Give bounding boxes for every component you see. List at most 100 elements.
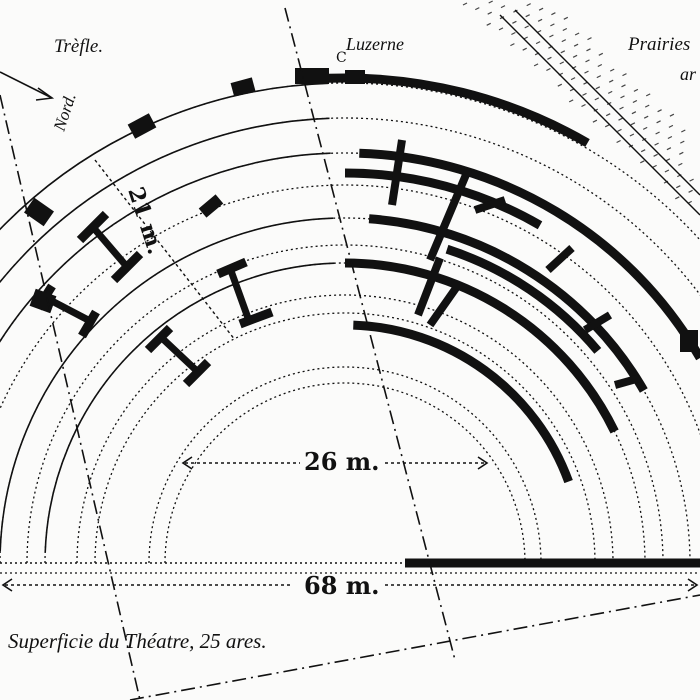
hatch-mark bbox=[568, 99, 574, 103]
hatch-mark bbox=[619, 106, 624, 110]
dimension-arrowheads bbox=[1, 456, 699, 592]
hatch-mark bbox=[561, 39, 567, 43]
hatch-mark bbox=[500, 5, 506, 9]
hatch-mark bbox=[688, 189, 693, 193]
hatch-mark bbox=[597, 63, 603, 68]
hatch-mark bbox=[675, 196, 680, 200]
hatch-mark bbox=[665, 158, 671, 162]
hatch-mark bbox=[607, 90, 613, 94]
hatch-mark bbox=[618, 117, 623, 121]
dotted-arc bbox=[76, 294, 614, 564]
hatch-mark bbox=[560, 50, 566, 54]
hatch-mark bbox=[652, 164, 657, 168]
hatch-mark bbox=[630, 122, 636, 126]
hatch-mark bbox=[562, 27, 568, 32]
pier-marks bbox=[24, 68, 698, 352]
hatch-mark bbox=[656, 120, 661, 124]
hatch-mark bbox=[617, 128, 622, 132]
label-superficie: Superficie du Théatre, 25 ares. bbox=[8, 629, 267, 653]
hatch-mark bbox=[592, 119, 598, 123]
wall-arc bbox=[368, 214, 648, 393]
label-luzerne: Luzerne bbox=[345, 34, 404, 54]
north-arrow-icon bbox=[0, 71, 55, 101]
survey-lines bbox=[0, 7, 700, 700]
hatch-mark bbox=[547, 56, 552, 60]
hatch-mark bbox=[632, 99, 638, 104]
hatch-mark bbox=[631, 111, 637, 115]
radial-walls bbox=[388, 139, 642, 389]
hatch-mark bbox=[559, 61, 565, 65]
wall-arc bbox=[445, 244, 602, 354]
wall-arc bbox=[353, 320, 573, 484]
wall-arc bbox=[344, 168, 543, 230]
hatch-mark bbox=[633, 88, 639, 92]
hatch-mark bbox=[526, 3, 531, 7]
hatch-mark bbox=[629, 133, 635, 137]
hatch-mark bbox=[546, 67, 551, 72]
hatch-mark bbox=[689, 178, 694, 182]
thin-arcs bbox=[0, 82, 335, 553]
hatch-mark bbox=[622, 73, 627, 77]
hatch-mark bbox=[574, 32, 580, 36]
hatch-mark bbox=[609, 68, 615, 72]
hatch-mark bbox=[572, 54, 578, 58]
hatch-mark bbox=[533, 63, 539, 67]
hatch-mark bbox=[640, 160, 645, 164]
hatch-mark bbox=[487, 11, 492, 15]
hatch-mark bbox=[645, 93, 651, 97]
hatch-mark bbox=[586, 48, 591, 52]
hatch-mark bbox=[585, 59, 590, 63]
label-point-c: C bbox=[336, 50, 347, 66]
hatch-mark bbox=[522, 47, 527, 51]
wall-arc bbox=[344, 258, 619, 434]
hatch-mark bbox=[581, 103, 586, 108]
hatch-mark bbox=[642, 126, 648, 130]
hatch-mark bbox=[666, 147, 672, 151]
dotted-arc bbox=[0, 117, 700, 296]
hatch-mark bbox=[551, 12, 556, 16]
hatch-mark bbox=[570, 77, 576, 81]
hatch-mark bbox=[678, 162, 683, 166]
road-lines bbox=[499, 9, 700, 216]
hatch-mark bbox=[486, 22, 491, 26]
hatch-mark bbox=[620, 95, 625, 99]
label-nord: Nord. bbox=[49, 91, 79, 135]
hatch-mark bbox=[655, 131, 660, 135]
wall-arc bbox=[327, 73, 590, 147]
hatch-mark bbox=[669, 113, 675, 117]
hatch-mark bbox=[644, 104, 650, 108]
thin-arc bbox=[0, 117, 330, 284]
label-dim-radial: 21 m. bbox=[122, 184, 168, 258]
label-dim-inner-diameter: 26 m. bbox=[304, 447, 380, 476]
hatch-mark bbox=[512, 20, 517, 24]
hatch-mark bbox=[657, 109, 662, 113]
hatch-mark bbox=[608, 79, 614, 83]
hatch-mark bbox=[488, 0, 493, 4]
hatch-mark bbox=[537, 18, 543, 22]
hatch-mark bbox=[595, 86, 601, 90]
hatch-mark bbox=[510, 43, 515, 47]
hatch-mark bbox=[557, 83, 563, 87]
hatch-mark bbox=[584, 70, 589, 74]
hatch-mark bbox=[605, 113, 611, 117]
hatch-mark bbox=[653, 153, 658, 157]
thin-arc bbox=[0, 152, 331, 343]
hatch-mark bbox=[654, 142, 659, 146]
i-piers bbox=[34, 210, 274, 388]
label-trefle: Trèfle. bbox=[54, 36, 103, 57]
dotted-arc bbox=[164, 382, 526, 564]
hatch-mark bbox=[680, 140, 685, 144]
hatch-mark bbox=[549, 34, 554, 38]
hatch-mark bbox=[587, 37, 592, 41]
hatch-mark bbox=[535, 41, 541, 45]
hatch-mark bbox=[563, 16, 569, 20]
hatch-mark bbox=[598, 52, 604, 56]
hatch-mark bbox=[621, 84, 626, 88]
hatch-mark bbox=[594, 97, 600, 101]
prairie-hatching bbox=[462, 0, 694, 204]
wall-arc bbox=[359, 148, 700, 361]
thin-arc bbox=[44, 262, 335, 553]
hatch-mark bbox=[643, 115, 649, 119]
hatch-mark bbox=[524, 25, 529, 29]
